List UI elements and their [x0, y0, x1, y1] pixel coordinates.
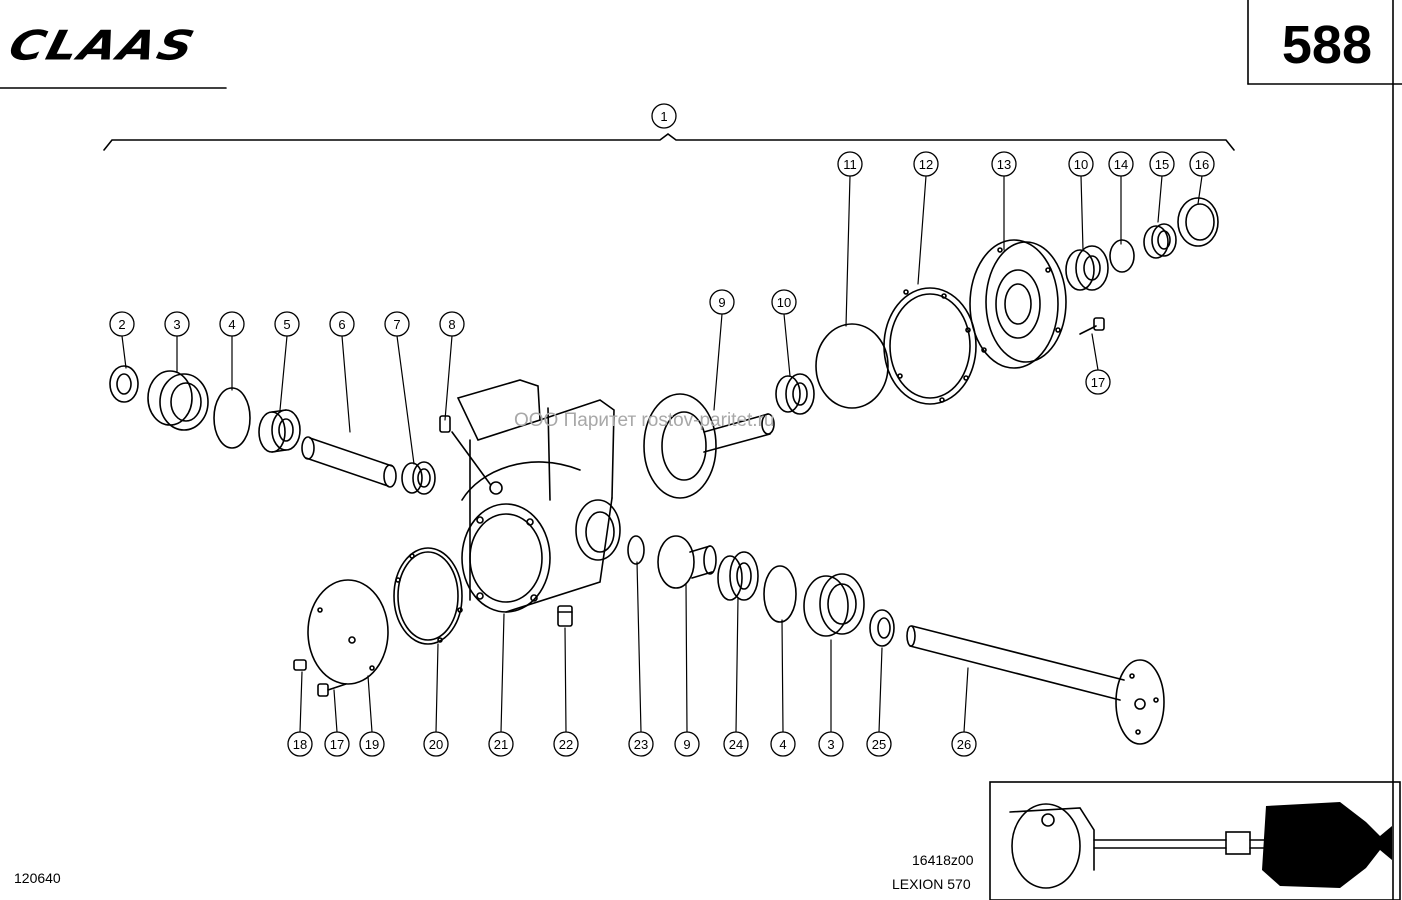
- part-23-circlip: [627, 535, 645, 565]
- callout-10-mid: 10: [777, 295, 791, 310]
- callout-9-lower: 9: [683, 737, 690, 752]
- part-6-sleeve: [301, 436, 397, 488]
- callout-2: 2: [118, 317, 125, 332]
- callout-1: 1: [660, 109, 667, 124]
- callout-17-upper: 17: [1091, 375, 1105, 390]
- callout-3-lower: 3: [827, 737, 834, 752]
- callout-5: 5: [283, 317, 290, 332]
- callout-16: 16: [1195, 157, 1209, 172]
- part-12-gasket: [883, 287, 977, 405]
- part-9-bevel-gear: [643, 393, 775, 499]
- callout-20: 20: [429, 737, 443, 752]
- page-number: 588: [1281, 15, 1372, 75]
- part-19-cover: [307, 579, 389, 685]
- part-8-breather: [439, 415, 491, 485]
- callout-14: 14: [1114, 157, 1128, 172]
- callout-24: 24: [729, 737, 743, 752]
- watermark: ООО Паритет rostov-paritet.ru: [514, 410, 775, 431]
- callout-4-lower: 4: [779, 737, 786, 752]
- part-21-gearbox-housing: [456, 379, 621, 613]
- part-15-ring: [1143, 223, 1177, 259]
- assembly-bracket: [103, 133, 1235, 151]
- part-4-oring: [213, 387, 251, 449]
- part-25-washer: [869, 609, 895, 647]
- part-10-bearing-upper: [1065, 245, 1109, 291]
- callout-13: 13: [997, 157, 1011, 172]
- inset-gearbox: [1009, 803, 1267, 889]
- callout-9-upper: 9: [718, 295, 725, 310]
- callout-15: 15: [1155, 157, 1169, 172]
- part-16-seal: [1177, 197, 1219, 247]
- callout-26: 26: [957, 737, 971, 752]
- part-2-washer: [109, 365, 139, 403]
- part-7-bushing: [401, 461, 436, 495]
- inset-axle-housing: [1262, 802, 1392, 888]
- part-26-output-shaft: [906, 625, 1165, 745]
- part-5-bearing: [258, 409, 301, 453]
- drawing-id: 16418z00: [912, 852, 974, 868]
- part-13-flange: [969, 239, 1067, 369]
- callout-18: 18: [293, 737, 307, 752]
- callout-7: 7: [393, 317, 400, 332]
- callout-23: 23: [634, 737, 648, 752]
- part-24-bearing: [717, 551, 759, 601]
- part-20-gasket: [393, 547, 463, 645]
- callout-4: 4: [228, 317, 235, 332]
- callout-11: 11: [843, 157, 857, 172]
- callout-22: 22: [559, 737, 573, 752]
- part-3-seal: [147, 370, 209, 431]
- callout-6: 6: [338, 317, 345, 332]
- callout-12: 12: [919, 157, 933, 172]
- part-14-oring: [1109, 239, 1135, 273]
- callout-8: 8: [448, 317, 455, 332]
- model-name: LEXION 570: [892, 876, 971, 892]
- part-17-bolt: [317, 683, 347, 697]
- callout-21: 21: [494, 737, 508, 752]
- part-17-bolt-upper: [1079, 317, 1105, 335]
- callout-10-upper: 10: [1074, 157, 1088, 172]
- inset-frame: [989, 781, 1401, 900]
- part-10-bearing: [775, 373, 815, 415]
- callout-3: 3: [173, 317, 180, 332]
- brand-logo: CLAAS: [4, 22, 201, 70]
- part-3-seal-lower: [803, 573, 865, 637]
- part-4-oring-lower: [763, 565, 797, 623]
- callout-25: 25: [872, 737, 886, 752]
- part-22-plug: [557, 605, 573, 627]
- callout-17-lower: 17: [330, 737, 344, 752]
- part-18-plug: [293, 659, 307, 671]
- part-9-pinion: [657, 535, 717, 589]
- part-11-oring: [815, 323, 889, 409]
- callout-19: 19: [365, 737, 379, 752]
- sheet-code: 120640: [14, 870, 61, 886]
